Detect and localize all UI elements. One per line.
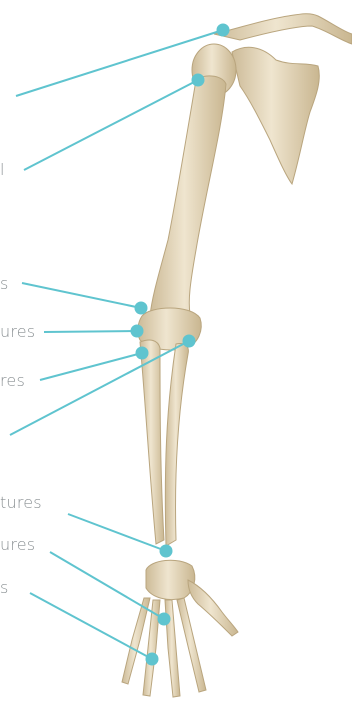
marker-dot-8 <box>158 613 171 626</box>
finger-bone-4 <box>177 598 206 692</box>
marker-dot-9 <box>146 653 159 666</box>
clavicle-bone <box>214 14 352 44</box>
leader-line-7 <box>68 514 166 551</box>
radius-bone <box>165 343 188 546</box>
leader-line-1 <box>16 30 223 96</box>
marker-dot-2 <box>192 74 205 87</box>
carpal-bones <box>146 560 195 599</box>
leader-line-6 <box>10 341 189 435</box>
label-elbow-distal-humerus: ures <box>0 323 35 341</box>
label-humerus-proximal: l <box>0 161 5 179</box>
label-metacarpal: ures <box>0 536 35 554</box>
leader-line-9 <box>30 593 152 659</box>
marker-dot-3 <box>135 302 148 315</box>
label-distal-radius: tures <box>0 494 42 512</box>
label-elbow-radial-head: res <box>0 372 25 390</box>
humerus-bone <box>150 76 226 316</box>
marker-dot-5 <box>136 347 149 360</box>
leader-line-5 <box>40 353 142 380</box>
label-elbow-medial: s <box>0 275 9 293</box>
leader-line-3 <box>22 283 141 308</box>
label-phalanges: s <box>0 579 9 597</box>
marker-dot-7 <box>160 545 173 558</box>
marker-dot-6 <box>183 335 196 348</box>
marker-dot-4 <box>131 325 144 338</box>
thumb-bones <box>188 580 238 636</box>
leader-line-4 <box>44 331 137 332</box>
leader-line-2 <box>24 80 198 170</box>
scapula-bone <box>232 47 319 184</box>
ulna-bone <box>140 340 164 544</box>
marker-dot-1 <box>217 24 230 37</box>
